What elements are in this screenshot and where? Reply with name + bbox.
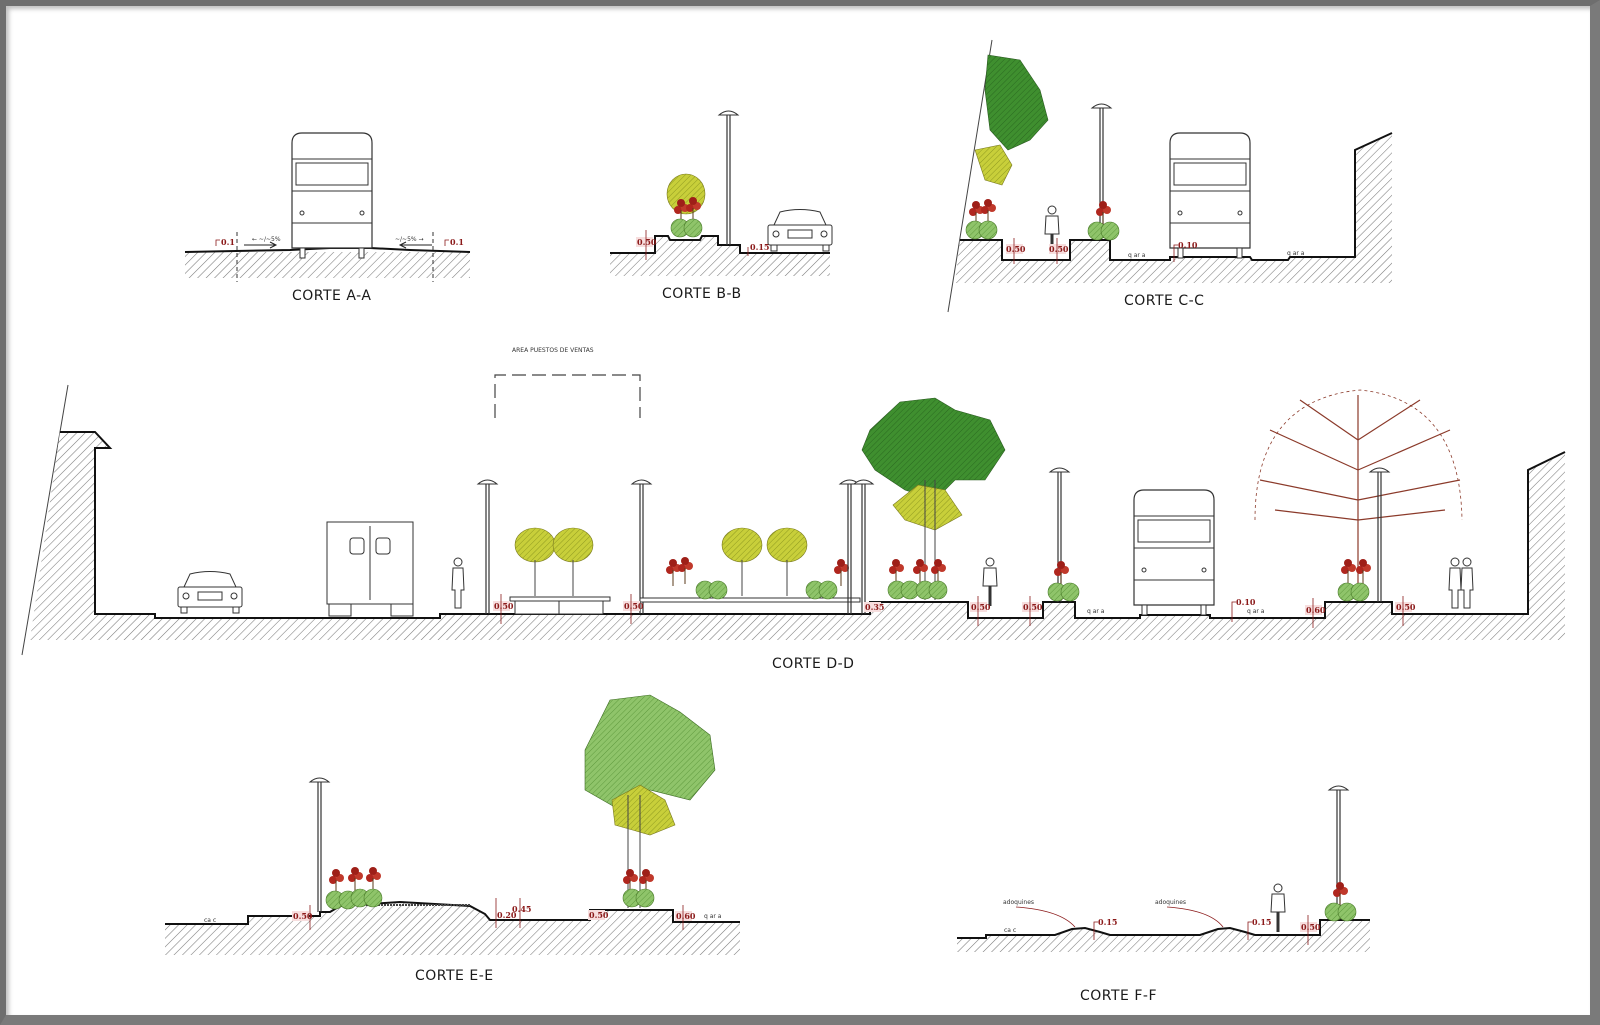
cyclist-icon [1269,882,1287,934]
dimension-label: 0.50 [637,237,657,247]
sales-area-annotation: AREA PUESTOS DE VENTAS [512,347,594,354]
large-tree-icon [861,397,1006,501]
bush-icon [670,218,703,238]
dimension-label: 0.50 [624,601,644,611]
street-lamp-icon [1328,785,1349,921]
ornamental-tree-icon [1254,389,1463,600]
car-icon [767,209,833,252]
dimension-label: 0.1 [450,237,464,247]
dimension-label: 0.50 [494,601,514,611]
street-lamp-icon [853,479,874,615]
dimension-label: 0.50 [1006,244,1026,254]
sales-area-outline [494,374,641,418]
lane-label: ca c [1004,927,1016,934]
dimension-label: 0.15 [750,242,769,252]
paver-label: adoquines [1003,899,1034,906]
section-b-b: 0.50 0.15 CORTE B-B [610,110,833,302]
section-title: CORTE A-A [292,288,371,304]
dimension-label: 0.35 [865,602,884,612]
street-lamp-icon [309,777,330,913]
lane-label: q ar a [704,913,722,920]
section-a-a: ← ~/~5% ~/~5% → 0.1 0.1 CORTE A-A [184,132,471,304]
cyclist-icon [981,556,999,608]
dimension-label: 0.15 [1252,917,1271,927]
street-lamp-icon [1091,103,1112,239]
dimension-label: 0.50 [1023,602,1043,612]
dimension-label: 0.45 [512,904,531,914]
slope-label: ~/~5% → [395,236,424,243]
lane-label: q ar a [1287,250,1305,257]
dimension-label: 0.50 [1301,922,1321,932]
street-lamp-icon [839,479,860,615]
shrub-tree-icon [514,527,556,563]
dimension-label: 0.1 [221,237,235,247]
slope-label: ← ~/~5% [252,236,281,243]
dimension-label: 0.10 [1178,240,1198,250]
section-title: CORTE B-B [662,286,742,302]
dimension-label: 0.50 [971,602,991,612]
section-title: CORTE D-D [772,656,854,672]
dimension-label: 0.60 [676,911,696,921]
dimension-label: 0.60 [1306,605,1326,615]
street-lamp-icon [477,479,498,615]
section-title: CORTE F-F [1080,988,1157,1004]
section-title: CORTE C-C [1124,293,1204,309]
section-e-e: ca c 0.50 0.20 0.45 0.50 0.60 q ar a COR… [165,694,740,984]
lane-label: q ar a [1247,608,1265,615]
dimension-label: 0.15 [1098,917,1117,927]
dimension-label: 0.50 [589,910,609,920]
street-lamp-icon [1369,467,1390,603]
lane-label: q ar a [1087,608,1105,615]
pedestrian-icon [451,557,465,609]
paver-label: adoquines [1155,899,1186,906]
dimension-label: 0.50 [1049,244,1069,254]
dimension-label: 0.10 [1236,597,1256,607]
bus-icon [291,132,373,259]
tree-icon [984,54,1049,151]
dimension-label: 0.50 [1396,602,1416,612]
car-icon [177,571,243,614]
section-title: CORTE E-E [415,968,494,984]
street-lamp-icon [1049,467,1070,603]
pedestrian-couple-icon [1448,557,1462,609]
street-lamp-icon [718,110,739,246]
lane-label: ca c [204,917,216,924]
dimension-label: 0.50 [293,911,313,921]
lane-label: q ar a [1128,252,1146,259]
section-d-d: AREA PUESTOS DE VENTAS [21,347,1566,672]
dimension-label: 0.20 [497,910,517,920]
street-lamp-icon [631,479,652,615]
section-c-c: 0.50 0.50 0.10 q ar a q ar a CORTE C-C [947,39,1393,313]
section-f-f: ca c adoquines adoquines 0.15 0.15 0.50 … [957,785,1370,1004]
tree-icon [584,694,716,811]
bus-icon [1133,489,1215,616]
truck-icon [326,521,414,617]
